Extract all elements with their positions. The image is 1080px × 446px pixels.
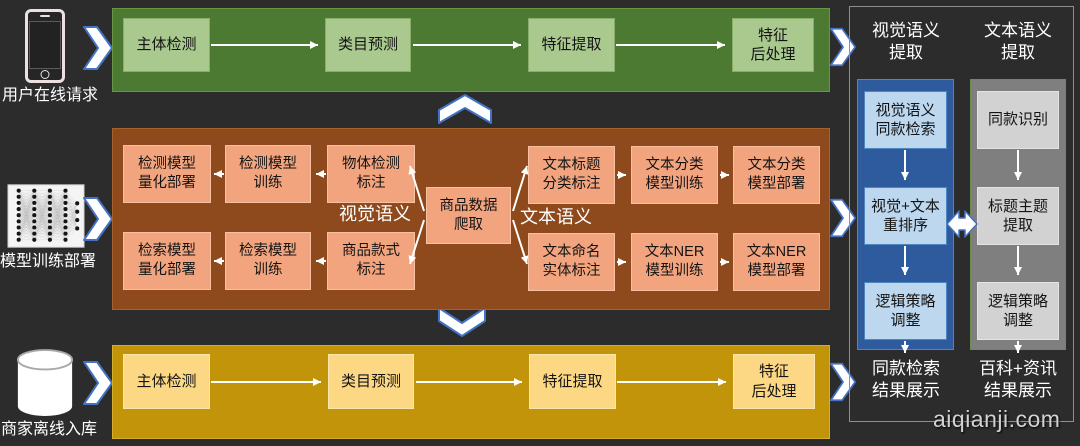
flow-step-box: 类目预测 <box>325 18 411 72</box>
visual-extract-header: 视觉语义 提取 <box>872 21 940 63</box>
text-result-label: 百科+资讯 结果展示 <box>979 359 1057 401</box>
flow-step-box: 主体检测 <box>123 18 210 72</box>
flow-step-box: 特征 后处理 <box>733 354 815 409</box>
chevron-up-icon <box>438 94 492 124</box>
result-panel <box>849 6 1074 422</box>
flow-step-box: 检索模型 量化部署 <box>123 232 211 290</box>
flow-step-box: 文本分类 模型部署 <box>733 146 820 204</box>
watermark: aiqianji.com <box>933 406 1061 432</box>
flow-step-box: 同款识别 <box>977 91 1059 149</box>
flow-step-box: 视觉语义 同款检索 <box>864 91 947 149</box>
flow-step-box: 特征 后处理 <box>732 18 814 72</box>
flow-step-box: 主体检测 <box>123 354 210 409</box>
text-semantic-label: 文本语义 <box>520 207 592 227</box>
offline-pipeline-band <box>112 345 830 439</box>
flow-step-box: 检测模型 量化部署 <box>123 145 211 203</box>
flow-step-box: 物体检测 标注 <box>327 145 415 203</box>
flow-step-box: 商品款式 标注 <box>327 232 415 290</box>
text-extract-header: 文本语义 提取 <box>984 21 1052 63</box>
chevron-right-icon <box>829 27 857 67</box>
database-icon <box>16 349 74 416</box>
chevron-down-icon <box>438 307 486 337</box>
flow-step-box: 文本分类 模型训练 <box>631 146 718 204</box>
online-pipeline-band <box>112 8 830 92</box>
chevron-right-icon <box>829 362 857 402</box>
flow-step-box: 类目预测 <box>328 354 414 409</box>
flow-step-box: 逻辑策略 调整 <box>864 282 947 340</box>
flow-step-box: 标题主题 提取 <box>977 187 1059 245</box>
chevron-right-icon <box>83 197 113 241</box>
flow-step-box: 文本NER 模型部署 <box>733 233 820 291</box>
visual-semantic-label: 视觉语义 <box>339 204 411 224</box>
flow-step-box: 检测模型 训练 <box>225 145 311 203</box>
visual-result-label: 同款检索 结果展示 <box>872 359 940 401</box>
neural-network-icon <box>7 184 85 248</box>
flow-step-box: 逻辑策略 调整 <box>977 282 1059 340</box>
chevron-right-icon <box>83 26 113 70</box>
offline-input-label: 商家离线入库 <box>0 421 97 438</box>
flow-step-box: 视觉+文本 重排序 <box>864 187 947 245</box>
flow-step-box: 文本命名 实体标注 <box>528 233 615 291</box>
chevron-right-icon <box>83 361 113 405</box>
flow-step-box: 特征提取 <box>528 18 615 72</box>
double-arrow-icon <box>946 210 978 238</box>
flow-step-box: 商品数据 爬取 <box>426 187 511 244</box>
flow-step-box: 文本NER 模型训练 <box>631 233 718 291</box>
smartphone-icon <box>25 9 65 83</box>
flow-step-box: 检索模型 训练 <box>225 232 311 290</box>
online-input-label: 用户在线请求 <box>1 87 98 104</box>
chevron-right-icon <box>829 198 857 238</box>
training-input-label: 模型训练部署 <box>0 253 97 270</box>
flow-step-box: 特征提取 <box>529 354 616 409</box>
flow-step-box: 文本标题 分类标注 <box>528 146 615 204</box>
